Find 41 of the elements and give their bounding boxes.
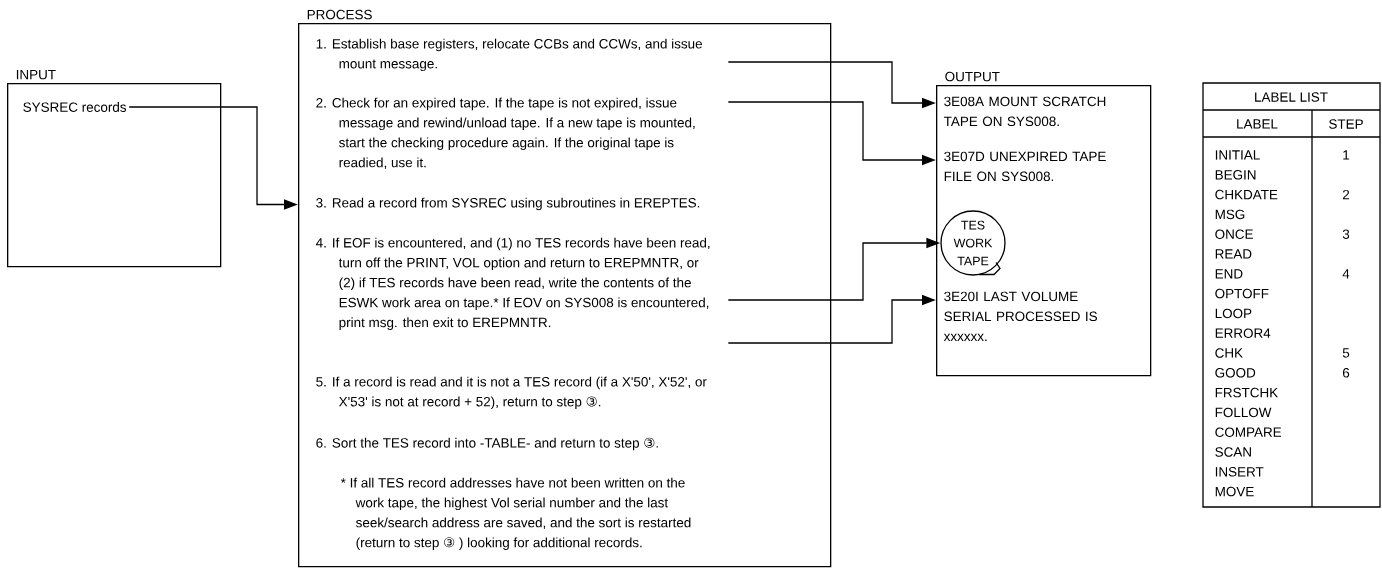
step-text: 6. Sort the TES record into -TABLE- and return to step ③. bbox=[316, 437, 658, 451]
step-text: 2. Check for an expired tape. If the tape is not expired, issue message and rewind/unload tape. If a new tape is mounted, start the checking procedure again. If the original tape is readied, use it. bbox=[316, 97, 695, 169]
label-name: FOLLOW bbox=[1215, 407, 1272, 418]
label-name: COMPARE bbox=[1215, 427, 1282, 437]
table-title: LABEL LIST bbox=[1255, 92, 1328, 102]
message-text: 3E07D UNEXPIRED TAPE FILE ON SYS008. bbox=[944, 151, 1106, 182]
step-number: 5 bbox=[1342, 348, 1350, 358]
label-name: LOOP bbox=[1215, 308, 1252, 319]
column-heading: LABEL bbox=[1237, 119, 1278, 129]
node-label: OUTPUT bbox=[945, 71, 1000, 82]
step-number: 2 bbox=[1342, 189, 1350, 200]
record-text: SYSREC records bbox=[23, 102, 127, 112]
label-name: ONCE bbox=[1215, 229, 1253, 239]
label-name: READ bbox=[1215, 249, 1252, 259]
label-name: OPTOFF bbox=[1215, 288, 1269, 299]
message-text: 3E20I LAST VOLUME SERIAL PROCESSED IS xxxxxx. bbox=[943, 291, 1097, 341]
step-text: 5. If a record is read and it is not a TES record (if a X'50', X'52', or X'53' is not at record + 52), return to step ③. bbox=[316, 376, 707, 410]
label-name: SCAN bbox=[1215, 447, 1251, 457]
column-heading: STEP bbox=[1329, 119, 1363, 129]
footnote-text: * If all TES record addresses have not been written on the work tape, the highest Vol serial number and the last seek/search address are saved, and the sort is restarted (return to step ③ ) looking for additional records. bbox=[340, 477, 691, 550]
label-name: BEGIN bbox=[1215, 170, 1256, 180]
label-name: INSERT bbox=[1215, 467, 1264, 477]
node-label: INPUT bbox=[16, 69, 56, 80]
step-number: 6 bbox=[1342, 368, 1350, 378]
step-number: 1 bbox=[1343, 150, 1350, 160]
label-name: GOOD bbox=[1215, 368, 1256, 378]
label-name: INITIAL bbox=[1215, 150, 1260, 160]
step-text: 1. Establish base registers, relocate CCBs and CCWs, and issue mount message. bbox=[316, 38, 702, 72]
step-text: 3. Read a record from SYSREC using subroutines in EREPTES. bbox=[316, 197, 700, 211]
step-text: 4. If EOF is encountered, and (1) no TES records have been read, turn off the PRINT, VOL option and return to EREPMNTR, or (2) if TES records have been read, write the contents of the ESWK work area on tape.* If EOV on SYS008 is encountered, print msg. then exit to EREPMNTR. bbox=[316, 237, 710, 330]
step-number: 4 bbox=[1342, 269, 1350, 279]
message-text: 3E08A MOUNT SCRATCH TAPE ON SYS008. bbox=[943, 96, 1106, 127]
label-name: FRSTCHK bbox=[1215, 387, 1278, 398]
label-name: ERROR4 bbox=[1215, 328, 1271, 338]
label-name: END bbox=[1215, 269, 1243, 279]
label-name: MOVE bbox=[1215, 486, 1254, 497]
label-name: CHK bbox=[1215, 348, 1243, 358]
label-name: MSG bbox=[1215, 209, 1245, 220]
label-name: CHKDATE bbox=[1215, 189, 1278, 200]
node-label: PROCESS bbox=[307, 9, 372, 20]
step-number: 3 bbox=[1342, 229, 1350, 239]
